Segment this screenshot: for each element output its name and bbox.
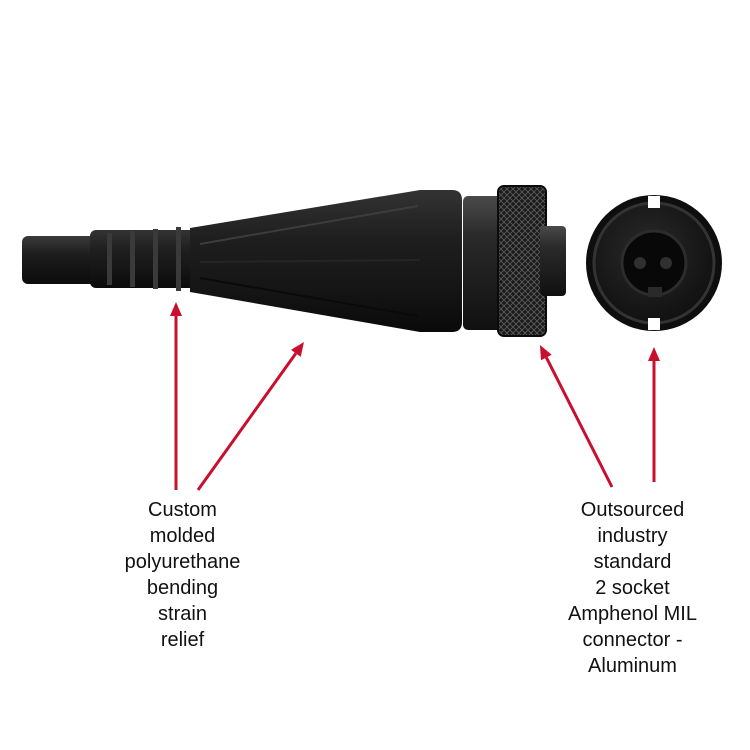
- coupling-ring: [463, 196, 505, 330]
- callout-line: relief: [160, 629, 205, 651]
- callout-line: industry: [597, 525, 668, 547]
- callout-line: 2 socket: [595, 577, 670, 599]
- connector-barrel: [540, 226, 566, 296]
- callout-line: molded: [149, 525, 216, 547]
- arrow-up-icon: [170, 302, 660, 491]
- knurled-nut: [498, 186, 546, 336]
- arrow-shaft: [544, 356, 614, 488]
- mil-connector-icon: [586, 195, 722, 331]
- callout-line: strain: [158, 603, 207, 625]
- arrow-head: [290, 342, 304, 357]
- callout-line: Amphenol MIL: [568, 603, 697, 625]
- arrow-head: [170, 302, 182, 316]
- arrow-head: [648, 347, 660, 361]
- strain-relief-ribs: [90, 227, 200, 291]
- callout-line: polyurethane: [124, 551, 241, 573]
- callout-connector: Outsourced industry standard 2 socket Am…: [545, 497, 720, 679]
- callout-strain-relief: Custom molded polyurethane bending strai…: [100, 497, 265, 653]
- callout-line: standard: [593, 551, 672, 573]
- callout-line: Outsourced: [580, 499, 685, 521]
- cable: [22, 236, 102, 284]
- arrow-shaft: [196, 352, 298, 491]
- arrow-head: [540, 345, 552, 361]
- callout-line: Custom: [148, 499, 217, 521]
- callout-line: bending: [146, 577, 219, 599]
- callout-line: Aluminum: [588, 655, 677, 677]
- callout-line: connector -: [582, 629, 683, 651]
